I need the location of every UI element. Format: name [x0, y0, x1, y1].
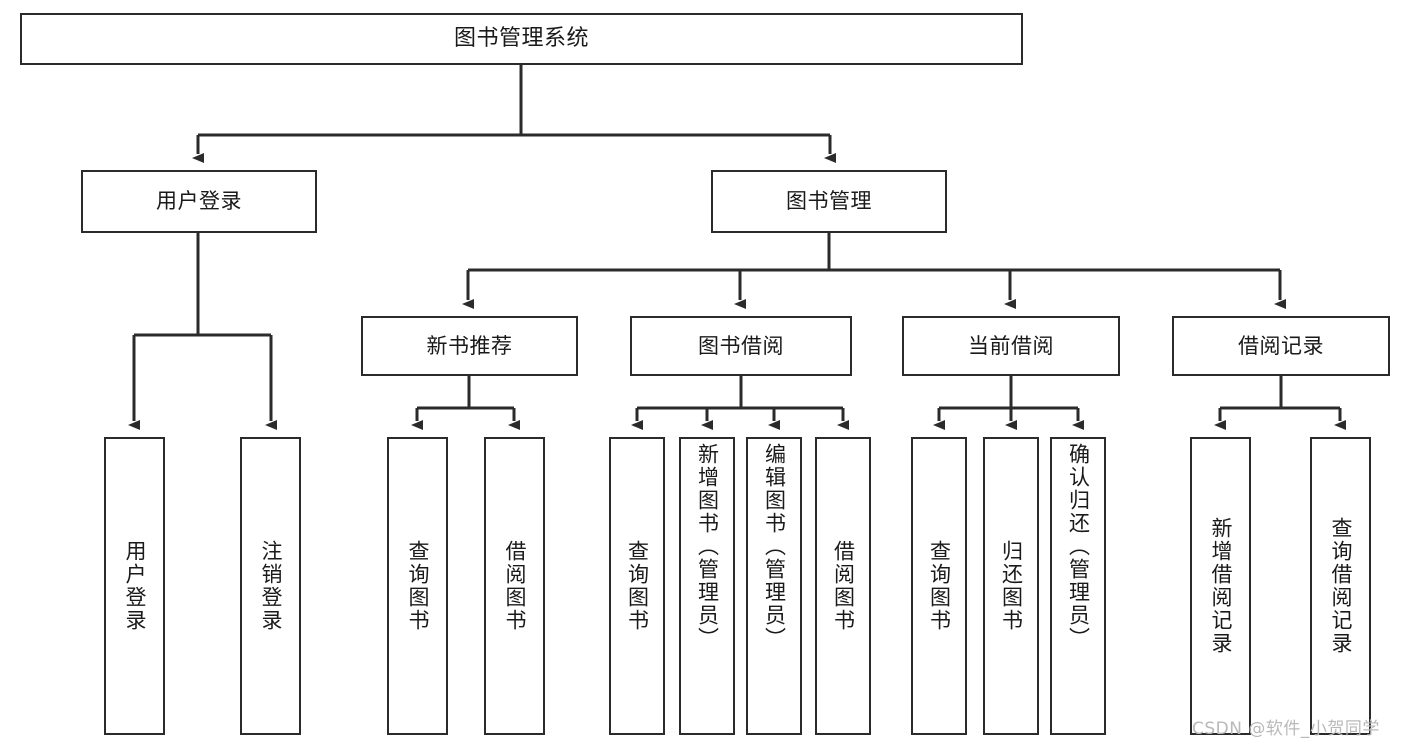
node-leaf-confirm-return-label: 确认归还（管理员） — [1066, 443, 1091, 650]
node-leaf-logout-label: 注销登录 — [259, 540, 283, 632]
node-book-manage-label: 图书管理 — [786, 189, 872, 213]
csdn-watermark: CSDN @软件_小贺同学 — [1192, 719, 1380, 739]
node-leaf-query-book-3-label: 查询图书 — [927, 540, 952, 632]
node-leaf-user-login-label: 用户登录 — [123, 540, 147, 632]
node-current-borrow-label: 当前借阅 — [968, 333, 1054, 358]
node-leaf-query-record-label: 查询借阅记录 — [1329, 517, 1353, 655]
node-book-borrow[interactable]: 图书借阅 — [630, 316, 852, 376]
node-book-manage[interactable]: 图书管理 — [711, 170, 947, 233]
node-user-login-label: 用户登录 — [156, 189, 242, 213]
node-leaf-borrow-book-1-label: 借阅图书 — [503, 540, 527, 632]
node-leaf-borrow-book-2-label: 借阅图书 — [831, 540, 856, 632]
node-new-book-rec-label: 新书推荐 — [426, 333, 513, 358]
node-book-borrow-label: 图书借阅 — [698, 333, 784, 358]
node-new-book-rec[interactable]: 新书推荐 — [361, 316, 578, 376]
node-leaf-add-record-label: 新增借阅记录 — [1209, 517, 1233, 655]
node-user-login[interactable]: 用户登录 — [81, 170, 317, 233]
node-leaf-return-book[interactable]: 归还图书 — [983, 437, 1039, 735]
node-leaf-add-record[interactable]: 新增借阅记录 — [1190, 437, 1251, 735]
node-leaf-add-book-label: 新增图书（管理员） — [695, 443, 720, 650]
node-root-label: 图书管理系统 — [453, 26, 589, 51]
node-borrow-record-label: 借阅记录 — [1238, 333, 1324, 358]
node-current-borrow[interactable]: 当前借阅 — [902, 316, 1120, 376]
node-leaf-confirm-return[interactable]: 确认归还（管理员） — [1050, 437, 1106, 735]
node-leaf-query-book-2-label: 查询图书 — [625, 540, 650, 632]
node-borrow-record[interactable]: 借阅记录 — [1172, 316, 1390, 376]
node-leaf-query-book-1-label: 查询图书 — [406, 540, 430, 632]
node-leaf-edit-book[interactable]: 编辑图书（管理员） — [746, 437, 802, 735]
node-root[interactable]: 图书管理系统 — [20, 13, 1023, 65]
node-leaf-query-record[interactable]: 查询借阅记录 — [1310, 437, 1371, 735]
node-leaf-logout[interactable]: 注销登录 — [240, 437, 301, 735]
node-leaf-borrow-book-2[interactable]: 借阅图书 — [815, 437, 871, 735]
node-leaf-query-book-3[interactable]: 查询图书 — [911, 437, 967, 735]
node-leaf-add-book[interactable]: 新增图书（管理员） — [679, 437, 735, 735]
node-leaf-query-book-2[interactable]: 查询图书 — [609, 437, 665, 735]
node-leaf-edit-book-label: 编辑图书（管理员） — [762, 443, 787, 650]
node-leaf-return-book-label: 归还图书 — [999, 540, 1024, 632]
node-leaf-query-book-1[interactable]: 查询图书 — [387, 437, 448, 735]
node-leaf-borrow-book-1[interactable]: 借阅图书 — [484, 437, 545, 735]
node-leaf-user-login[interactable]: 用户登录 — [104, 437, 165, 735]
